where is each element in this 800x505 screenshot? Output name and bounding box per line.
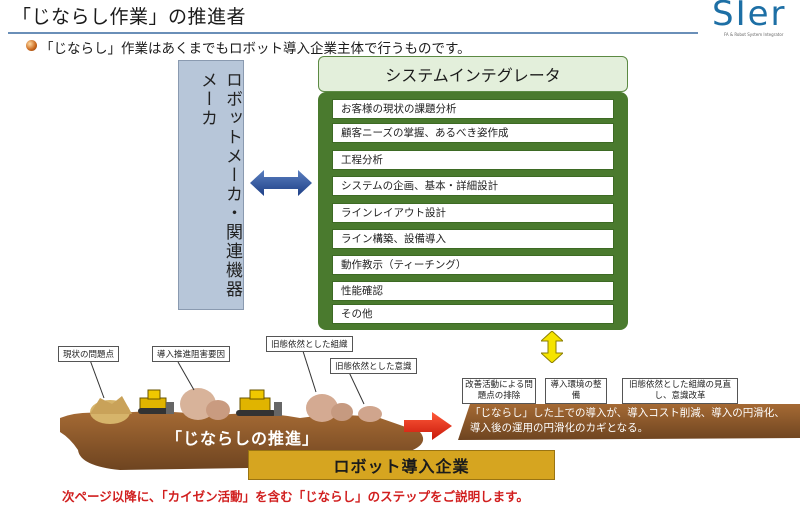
si-item: その他 — [332, 304, 614, 324]
si-item: ラインレイアウト設計 — [332, 203, 614, 223]
si-item: 工程分析 — [332, 150, 614, 170]
robot-company-bar: ロボット導入企業 — [248, 450, 555, 480]
rock — [90, 400, 130, 424]
footer-note: 次ページ以降に、「カイゼン活動」を含む「じならし」のステップをご説明します。 — [62, 489, 529, 504]
rock — [331, 403, 353, 421]
lead-text: 「じならし」作業はあくまでもロボット導入企業主体で行うものです。 — [40, 41, 471, 57]
rock — [358, 406, 382, 422]
page-title: 「じならし作業」の推進者 — [12, 6, 247, 28]
rock — [180, 388, 216, 420]
si-item: 動作教示（ティーチング） — [332, 255, 614, 275]
box-kaizen: 改善活動による問題点の排除 — [462, 378, 536, 404]
up-down-arrow-icon — [541, 331, 563, 363]
box-reform: 旧態依然とした組織の見直し、意識改革 — [622, 378, 738, 404]
bulldozer-icon — [236, 389, 282, 416]
robot-maker-box: ロボットメーカ・関連機器メーカ — [178, 60, 244, 310]
si-item: お客様の現状の課題分析 — [332, 99, 614, 119]
promotion-label: 「じならしの推進」 — [166, 429, 320, 448]
rock — [90, 396, 132, 414]
si-item: システムの企画、基本・詳細設計 — [332, 176, 614, 196]
right-arrow-icon — [404, 412, 452, 440]
sier-logo: SIer FA & Robot System Integrator — [712, 0, 796, 46]
logo-subtitle: FA & Robot System Integrator — [724, 32, 784, 37]
si-item: ライン構築、設備導入 — [332, 229, 614, 249]
bulldozer-icon — [138, 389, 174, 414]
system-integrator-header: システムインテグレータ — [318, 56, 628, 92]
si-item: 性能確認 — [332, 281, 614, 301]
robot-maker-label: ロボットメーカ・関連機器メーカ — [197, 71, 242, 299]
box-environment: 導入環境の整備 — [545, 378, 607, 404]
callout-obstacles: 導入推進阻害要因 — [152, 346, 231, 362]
right-note: 「じならし」した上での導入が、導入コスト削減、導入の円滑化、導入後の運用の円滑化… — [470, 407, 785, 434]
logo-text: SIer — [712, 0, 787, 34]
title-underline — [8, 32, 698, 34]
callout-old-mindset: 旧態依然とした意識 — [330, 358, 417, 374]
double-arrow-icon — [250, 170, 312, 196]
callout-old-organization: 旧態依然とした組織 — [266, 336, 353, 352]
si-item: 顧客ニーズの掌握、あるべき姿作成 — [332, 123, 614, 143]
bullet-icon — [26, 40, 37, 51]
callout-current-problems: 現状の問題点 — [58, 346, 120, 362]
rock — [306, 394, 338, 422]
rock — [206, 400, 230, 420]
